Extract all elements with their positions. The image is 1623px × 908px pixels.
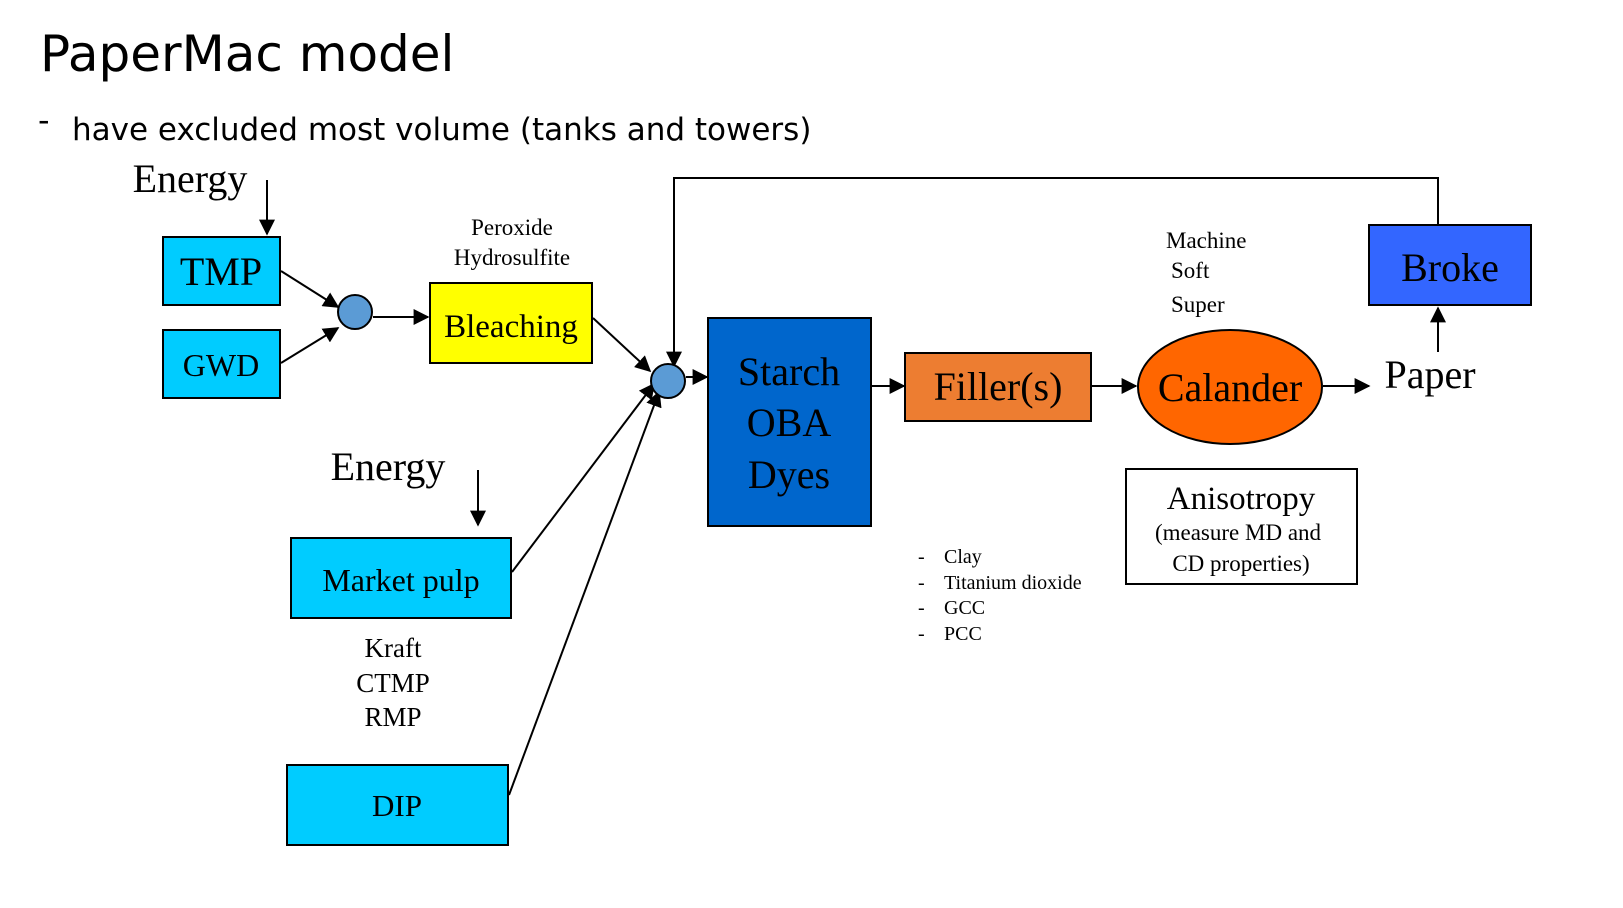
broke-label: Broke <box>1401 245 1499 290</box>
pulp-type-kraft: Kraft <box>365 633 422 663</box>
filler-types-list: - Clay - Titanium dioxide - GCC - PCC <box>918 546 1082 645</box>
fillers-box <box>904 352 1092 422</box>
filler-type-titanium-dioxide: Titanium dioxide <box>944 572 1082 594</box>
calander-type-soft: Soft <box>1171 258 1210 283</box>
calander-type-super: Super <box>1171 292 1225 317</box>
additives-box <box>707 317 872 527</box>
market-pulp-to-mixer-arrow <box>511 382 655 573</box>
filler-bullet: - <box>918 546 925 568</box>
tmp-to-mixer-arrow <box>280 270 340 308</box>
anisotropy-box <box>1125 468 1358 585</box>
paper-output-label: Paper <box>1384 352 1475 397</box>
bleaching-chemical-peroxide: Peroxide <box>471 215 553 240</box>
gwd-box <box>162 329 281 399</box>
additive-starch: Starch <box>738 349 840 394</box>
tmp-box <box>162 236 281 306</box>
bleaching-label: Bleaching <box>444 309 578 345</box>
filler-bullet: - <box>918 572 925 594</box>
slide-subtitle: have excluded most volume (tanks and tow… <box>72 112 812 148</box>
anisotropy-line-1: (measure MD and <box>1155 520 1322 545</box>
anisotropy-line-2: CD properties) <box>1172 551 1309 576</box>
pulp-type-ctmp: CTMP <box>356 668 430 698</box>
bleaching-to-mixer-arrow <box>592 317 652 373</box>
gwd-to-mixer-arrow <box>280 327 340 364</box>
gwd-label: GWD <box>183 347 259 383</box>
market-pulp-label: Market pulp <box>322 562 479 598</box>
broke-box <box>1368 224 1532 306</box>
energy-label-bottom: Energy <box>331 444 446 489</box>
anisotropy-title: Anisotropy <box>1167 481 1316 517</box>
bleaching-chemical-hydrosulfite: Hydrosulfite <box>454 245 570 270</box>
filler-bullet: - <box>918 597 925 619</box>
calander-type-machine: Machine <box>1166 228 1246 253</box>
additive-dyes: Dyes <box>748 452 830 497</box>
stock-mixer-node <box>650 363 686 399</box>
dip-box <box>286 764 509 846</box>
pulp-mixer-node <box>337 294 373 330</box>
dip-label: DIP <box>372 788 422 823</box>
pulp-type-rmp: RMP <box>364 702 421 732</box>
slide-title: PaperMac model <box>40 25 455 83</box>
filler-type-pcc: PCC <box>944 623 982 645</box>
dip-to-mixer-arrow <box>508 390 662 796</box>
calander-ellipse <box>1137 329 1323 445</box>
calander-label: Calander <box>1158 365 1302 410</box>
subtitle-bullet: - <box>38 101 50 139</box>
fillers-label: Filler(s) <box>934 364 1063 409</box>
filler-type-gcc: GCC <box>944 597 985 619</box>
market-pulp-box <box>290 537 512 619</box>
energy-label-top: Energy <box>133 156 248 201</box>
additive-oba: OBA <box>747 400 832 445</box>
bleaching-box <box>429 282 593 364</box>
broke-recycle-loop-arrow <box>666 177 1439 368</box>
filler-bullet: - <box>918 623 925 645</box>
tmp-label: TMP <box>180 249 262 294</box>
filler-type-clay: Clay <box>944 546 982 568</box>
